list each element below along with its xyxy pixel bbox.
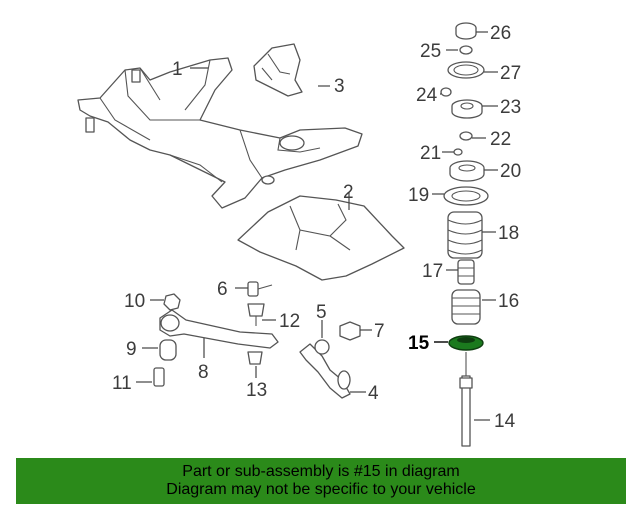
part-6-bolt xyxy=(247,281,273,297)
callout-22: 22 xyxy=(490,129,511,150)
callout-13: 13 xyxy=(246,380,267,401)
part-8-control-arm xyxy=(159,309,279,349)
callout-1: 1 xyxy=(172,59,183,80)
callout-14: 14 xyxy=(494,411,516,432)
info-banner: Part or sub-assembly is #15 in diagram D… xyxy=(16,458,626,504)
part-12-ball-joint xyxy=(247,303,265,326)
callout-2: 2 xyxy=(343,182,354,203)
part-10-nut xyxy=(163,293,181,311)
callout-24: 24 xyxy=(416,85,438,106)
callout-11: 11 xyxy=(112,373,132,394)
callout-25: 25 xyxy=(420,41,441,62)
part-22-washer xyxy=(459,131,473,141)
callout-19: 19 xyxy=(408,185,429,206)
callout-17: 17 xyxy=(422,261,443,282)
callout-9: 9 xyxy=(126,339,137,360)
part-11-bolt xyxy=(153,367,165,387)
callout-23: 23 xyxy=(500,97,521,118)
part-5-bushing xyxy=(314,339,330,355)
part-15-spring-seat-highlight xyxy=(448,335,484,351)
part-16-boot xyxy=(451,289,481,325)
banner-line-2: Diagram may not be specific to your vehi… xyxy=(166,481,476,498)
part-3-bracket xyxy=(253,43,303,97)
callout-8: 8 xyxy=(198,362,209,383)
callout-12: 12 xyxy=(279,311,300,332)
callout-5: 5 xyxy=(316,302,327,323)
part-21-washer xyxy=(453,148,463,156)
callout-18: 18 xyxy=(498,223,519,244)
part-9-bushing xyxy=(159,339,177,361)
callout-15: 15 xyxy=(408,333,430,354)
callout-3: 3 xyxy=(334,76,345,97)
callout-4: 4 xyxy=(368,383,379,404)
part-13-cap xyxy=(247,351,263,365)
callout-20: 20 xyxy=(500,161,521,182)
part-7-bushing xyxy=(339,321,361,341)
strut-assembly xyxy=(440,22,489,447)
part-27-washer xyxy=(447,61,485,79)
part-1-subframe xyxy=(77,57,363,209)
callout-6: 6 xyxy=(217,279,228,300)
part-24-nut xyxy=(440,87,452,97)
callout-10: 10 xyxy=(124,291,145,312)
callout-7: 7 xyxy=(374,321,385,342)
part-25-nut xyxy=(459,45,473,55)
part-14-strut xyxy=(459,352,473,447)
callout-26: 26 xyxy=(490,23,511,44)
callout-labels: 1 2 3 4 5 6 7 8 9 10 11 12 13 14 15 16 1… xyxy=(112,23,521,432)
part-19-seat xyxy=(443,186,489,206)
callout-27: 27 xyxy=(500,63,521,84)
part-18-spring xyxy=(447,211,483,259)
part-2-shield xyxy=(237,195,405,281)
leader-lines xyxy=(136,31,498,421)
part-17-bump-stop xyxy=(457,259,475,285)
callout-21: 21 xyxy=(420,143,441,164)
banner-line-1: Part or sub-assembly is #15 in diagram xyxy=(182,463,460,480)
callout-16: 16 xyxy=(498,291,519,312)
